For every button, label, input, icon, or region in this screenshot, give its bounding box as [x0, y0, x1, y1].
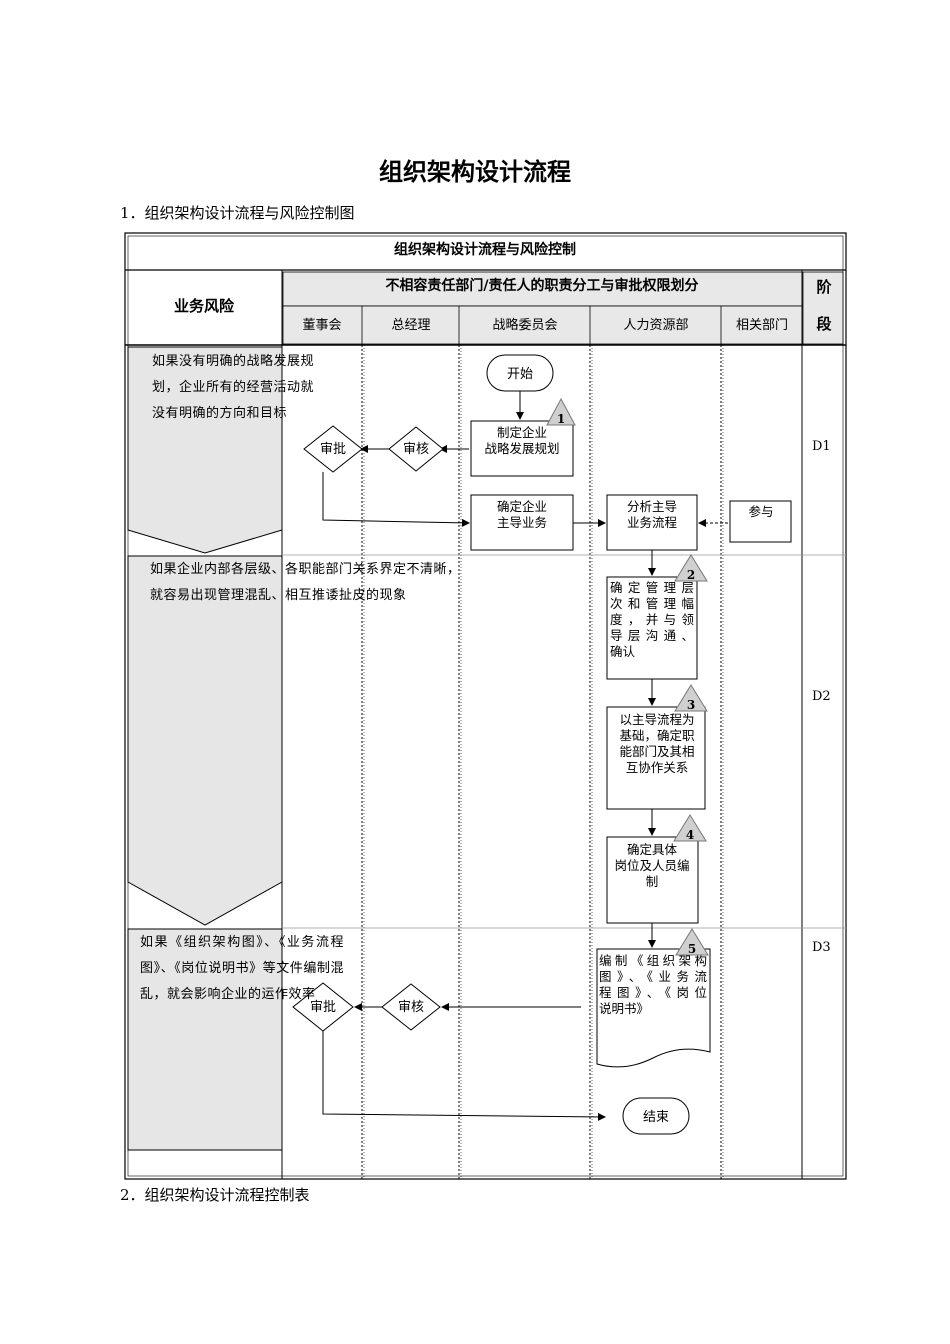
step4-number: 4: [686, 828, 694, 842]
analyze-flow-line2: 业务流程: [627, 515, 678, 530]
step2-number: 2: [687, 568, 695, 582]
step4-line2: 岗位及人员编: [614, 858, 689, 873]
main-business-line2: 主导业务: [497, 515, 547, 530]
step3-number: 3: [687, 698, 695, 712]
step2-line3: 度，并与领: [610, 612, 694, 627]
participate-box: [729, 500, 792, 543]
step1-number-badge: [546, 397, 576, 426]
step3-number-badge: [674, 684, 708, 712]
step4-line1: 确定具体: [627, 842, 678, 857]
analyze-flow-line1: 分析主导: [627, 499, 677, 514]
participate-label: 参与: [748, 504, 773, 519]
review-diamond-2: [381, 983, 441, 1031]
risk-shape-1: [127, 346, 283, 554]
step3-line2: 基础，确定职: [619, 728, 694, 743]
risk-text-3: 如果《组织架构图》、《业务流程图》、《岗位说明书》等文件编制混乱，就会影响企业的…: [140, 935, 344, 1002]
step3-line1: 以主导流程为: [619, 712, 694, 727]
stage-d3: D3: [812, 940, 831, 955]
step2-box: [606, 576, 698, 680]
column-general-manager: 总经理: [391, 318, 430, 333]
step1-box: [470, 420, 574, 477]
approve-label-2: 审批: [310, 1000, 336, 1015]
risk-shape-3: [127, 928, 283, 1151]
risk-shape-2: [127, 555, 283, 926]
step5-document-box: [596, 948, 711, 1068]
step5-line1: 编制《组织架构: [599, 953, 707, 968]
section-heading-2: 2．组织架构设计流程控制表: [120, 1186, 310, 1204]
step1-line2: 战略发展规划: [484, 441, 559, 456]
approve-diamond-1: [303, 425, 363, 473]
step4-number-badge: [673, 814, 707, 842]
step3-box: [606, 706, 706, 810]
review-diamond-1: [388, 426, 444, 472]
stage-header-2: 段: [816, 315, 831, 333]
column-related-dept: 相关部门: [736, 318, 788, 333]
risk-text-2: 如果企业内部各层级、各职能部门关系界定不清晰，就容易出现管理混乱、相互推诿扯皮的…: [150, 562, 461, 603]
approve-label-1: 审批: [320, 442, 346, 457]
table-title: 组织架构设计流程与风险控制: [394, 241, 576, 258]
stage-header-1: 阶: [816, 278, 832, 296]
step3-line4: 互协作关系: [626, 760, 689, 775]
step2-line1: 确定管理层: [610, 580, 694, 595]
step2-line2: 次和管理幅: [610, 596, 694, 611]
column-hr: 人力资源部: [623, 318, 688, 333]
step2-line5: 确认: [610, 644, 636, 659]
step4-line3: 制: [646, 874, 659, 889]
risk-header: 业务风险: [174, 297, 235, 315]
step2-line4: 导层沟通、: [610, 628, 694, 643]
review-label-1: 审核: [403, 442, 429, 457]
stage-d1: D1: [812, 439, 831, 454]
step5-line4: 说明书》: [599, 1001, 649, 1016]
step5-number: 5: [688, 942, 696, 956]
risk-text-1: 如果没有明确的战略发展规划，企业所有的经营活动就没有明确的方向和目标: [152, 354, 315, 421]
step5-line3: 程图》、《岗位: [599, 985, 707, 1000]
section-heading-1: 1．组织架构设计流程与风险控制图: [120, 204, 355, 222]
page-title: 组织架构设计流程: [379, 157, 571, 186]
step4-box: [606, 836, 699, 924]
duty-header: 不相容责任部门/责任人的职责分工与审批权限划分: [385, 277, 698, 294]
review-label-2: 审核: [398, 1000, 424, 1015]
start-label: 开始: [507, 367, 533, 382]
end-label: 结束: [643, 1110, 669, 1125]
step1-number: 1: [557, 412, 565, 426]
column-board: 董事会: [302, 318, 341, 333]
step5-number-badge: [675, 928, 709, 956]
step1-line1: 制定企业: [497, 425, 547, 440]
main-business-line1: 确定企业: [497, 499, 547, 514]
stage-d2: D2: [812, 689, 831, 704]
end-node: [622, 1097, 690, 1135]
step3-line3: 能部门及其相: [619, 744, 694, 759]
step2-number-badge: [674, 554, 708, 582]
column-strategy-committee: 战略委员会: [492, 317, 557, 333]
